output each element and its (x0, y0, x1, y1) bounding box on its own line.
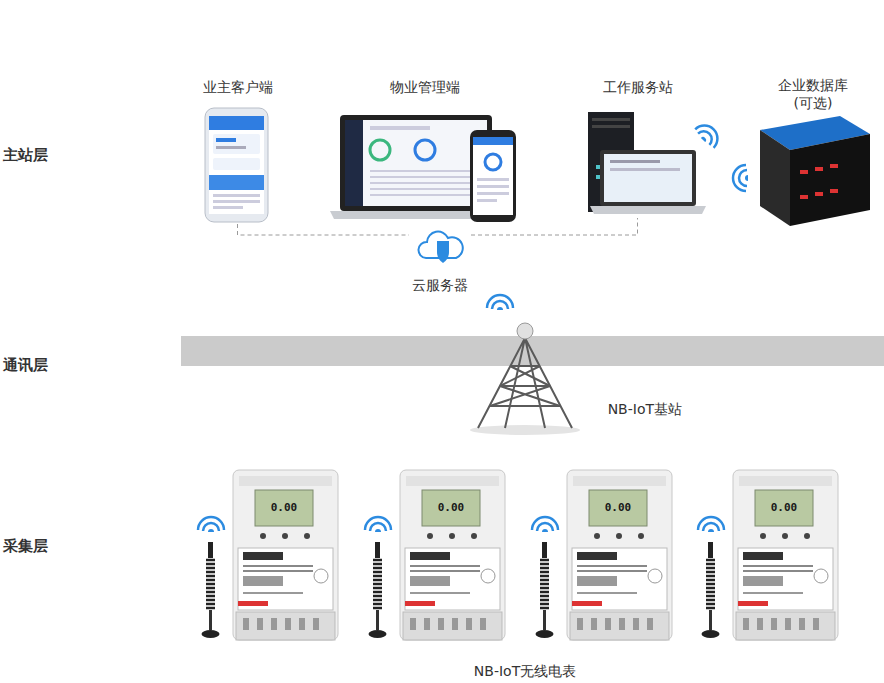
server-figure-part (592, 125, 630, 128)
database-figure-part (815, 192, 823, 196)
tower-figure-part (470, 425, 580, 435)
dashed-connector (238, 224, 410, 235)
server-figure-part (590, 206, 706, 214)
laptop-figure-part (370, 176, 470, 178)
meter-group-node: NB-IoT无线电表 (190, 462, 860, 680)
cloud-node: 云服务器 (409, 226, 471, 294)
laptop-figure-part (370, 188, 470, 190)
laptop-figure-part (370, 182, 470, 184)
laptop-figure-part (477, 192, 509, 195)
database-figure-part (830, 164, 838, 168)
node-caption: 企业数据库 (可选) (774, 76, 852, 112)
meter-reading: 0.00 (271, 501, 298, 514)
laptop-figure-part (477, 178, 509, 181)
server-figure-part (694, 120, 723, 149)
database-node: 企业数据库 (可选) (771, 76, 855, 228)
tower-figure-part (487, 295, 513, 310)
laptop-figure-part (473, 137, 513, 145)
laptop-figure-part (370, 140, 390, 160)
tower-node: NB-IoT基站 (470, 316, 682, 438)
laptop-figure-part (370, 170, 470, 172)
cloud-icon (418, 232, 462, 263)
server-figure-part (600, 150, 696, 206)
laptop-figure-part (415, 140, 435, 160)
node-caption: 工作服务站 (603, 78, 673, 96)
layer-label: 通讯层 (3, 355, 48, 375)
laptop-figure-part (473, 137, 513, 215)
laptop-figure-part (477, 199, 497, 202)
tower-figure (470, 295, 580, 435)
tower-figure-part (517, 323, 533, 339)
node-caption: NB-IoT无线电表 (474, 662, 576, 680)
phone-figure-part (209, 175, 264, 190)
laptop-figure-part (370, 126, 430, 130)
illustration-part (365, 470, 505, 640)
layer-label: 主站层 (3, 145, 48, 165)
database-figure-part (790, 134, 870, 226)
phone-figure-part (205, 108, 268, 222)
illustration-part (198, 470, 338, 640)
phone-figure-part (213, 194, 260, 197)
phone-figure-part (213, 158, 260, 170)
laptop-figure-part (470, 130, 516, 222)
tower-figure-part (490, 366, 560, 406)
server-figure-part (610, 168, 680, 171)
server-figure-part (610, 160, 660, 163)
node-caption: NB-IoT基站 (608, 400, 682, 418)
station-node: 工作服务站 (575, 78, 700, 218)
node-caption: 物业管理端 (390, 78, 460, 96)
server-figure-part (604, 154, 692, 202)
client-node: 业主客户端 (195, 78, 280, 224)
meter-reading: 0.00 (438, 501, 465, 514)
phone-figure-part (216, 138, 236, 142)
illustration-part (532, 470, 672, 640)
laptop-figure-part (370, 194, 470, 196)
meter-reading: 0.00 (771, 501, 798, 514)
phone-figure-part (209, 116, 264, 214)
phone-figure-part (213, 206, 243, 209)
laptop-figure-part (340, 115, 492, 211)
laptop-figure-part (485, 154, 501, 170)
database-figure-part (760, 130, 790, 226)
laptop-figure (330, 115, 516, 222)
database-figure-part (800, 195, 808, 199)
meter-reading: 0.00 (605, 501, 632, 514)
database-figure (733, 116, 870, 226)
database-figure-part (733, 165, 748, 191)
laptop-figure-part (345, 120, 363, 206)
database-figure-part (800, 170, 808, 174)
phone-figure-part (213, 200, 260, 203)
database-figure-part (815, 167, 823, 171)
phone-figure-part (209, 116, 264, 130)
phone-figure-part (213, 134, 260, 154)
node-caption: 云服务器 (412, 276, 468, 294)
illustration-part (698, 470, 838, 640)
layer-label: 采集层 (3, 536, 48, 556)
node-caption: 业主客户端 (203, 78, 273, 96)
cloud-icon-part (437, 241, 449, 263)
server-figure (588, 112, 723, 214)
server-figure-part (592, 118, 630, 121)
management-node: 物业管理端 (325, 78, 525, 224)
tower-figure-part (478, 338, 572, 428)
dashed-connector (471, 218, 638, 235)
laptop-figure-part (345, 120, 487, 206)
phone-figure (205, 108, 268, 222)
phone-figure-part (216, 146, 246, 149)
database-figure-part (830, 189, 838, 193)
laptop-figure-part (477, 185, 509, 188)
